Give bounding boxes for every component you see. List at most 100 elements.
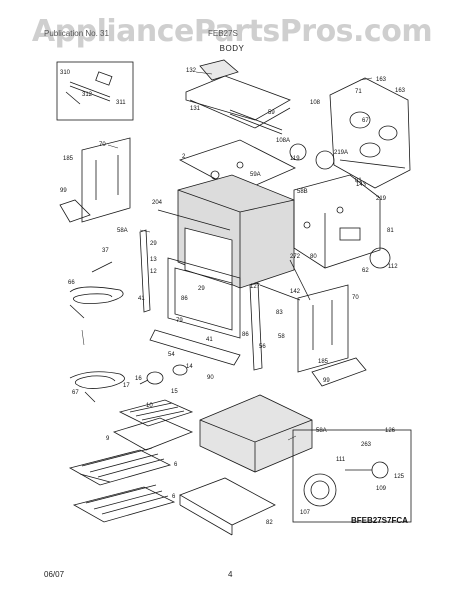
part-label-90: 90 [207,375,214,381]
part-label-67: 67 [362,118,369,124]
part-label-37: 37 [102,248,109,254]
oven-bottom [199,394,313,473]
part-sensor [91,261,113,273]
part-label-107: 107 [300,510,311,516]
part-label-29: 29 [198,286,205,292]
part-label-219: 219 [376,196,387,202]
door-frame [167,257,241,339]
part-label-15: 15 [171,389,178,395]
part-label-6: 6 [174,462,178,468]
part-label-108A: 108A [276,138,290,144]
page-title: BODY [219,44,245,53]
convection-fan [303,461,389,507]
oven-rack-upper [68,447,172,486]
part-label-2: 2 [182,154,186,160]
part-label-99: 99 [60,188,67,194]
rear-panel [329,77,411,189]
part-label-58: 58 [278,334,285,340]
broil-pan [112,399,194,451]
side-frame-right [249,259,311,371]
part-label-111: 111 [336,457,346,463]
oven-rack-lower [72,484,176,523]
bake-element [69,286,124,319]
part-label-41: 41 [138,296,145,302]
leader-lines [81,71,373,441]
part-label-119: 119 [290,156,300,162]
part-label-71: 71 [355,89,362,95]
part-label-83: 83 [276,310,283,316]
part-label-67: 67 [72,390,79,396]
part-label-16: 16 [135,376,142,382]
part-label-70: 70 [352,295,359,301]
part-label-86: 86 [181,296,188,302]
watermark: AppliancePartsPros.com [31,14,433,49]
part-label-99: 99 [323,378,330,384]
part-label-58B: 58B [297,189,308,195]
part-label-131: 131 [190,106,201,112]
part-label-41: 41 [206,337,213,343]
part-label-13: 13 [150,257,157,263]
part-label-132: 132 [186,68,197,74]
part-label-312: 312 [82,92,93,98]
diagram-code: BFEB27S7FCA [351,516,408,525]
part-label-108: 108 [310,100,321,106]
part-label-272: 272 [290,254,301,260]
part-label-12: 12 [150,269,157,275]
top-cover-plate [185,59,291,129]
part-label-185: 185 [63,156,74,162]
part-label-58A: 58A [117,228,128,234]
part-label-163: 163 [376,77,387,83]
light-assembly [139,364,188,385]
inset-box-igniter [56,61,134,121]
part-label-54: 54 [168,352,175,358]
part-label-6: 6 [172,494,176,500]
broil-element [69,371,125,403]
part-label-86: 86 [242,332,249,338]
part-label-70: 70 [99,142,106,148]
side-panel-right [297,284,349,373]
igniter-assembly [65,71,113,105]
part-label-56: 56 [259,344,266,350]
part-label-143: 143 [356,182,367,188]
part-label-9: 9 [106,436,110,442]
part-label-80: 80 [310,254,317,260]
bottom-trim [149,329,241,366]
rail-right [311,357,367,387]
part-label-142: 142 [290,289,301,295]
part-label-81: 81 [355,178,362,184]
inset-box-convection-fan [292,429,412,523]
part-label-79: 79 [176,318,183,324]
part-label-112: 112 [388,264,398,270]
part-label-185: 185 [318,359,329,365]
warming-drawer [179,477,276,536]
part-number-labels: 310312311132131711631631085967108A119219… [60,68,406,526]
part-label-127: 127 [250,284,261,290]
part-label-310: 310 [60,70,71,76]
part-label-59A: 59A [250,172,261,178]
part-label-125: 125 [394,474,405,480]
part-label-81: 81 [387,228,394,234]
part-label-163: 163 [395,88,406,94]
control-panel-box [289,143,391,269]
part-label-311: 311 [116,100,126,106]
side-panel-left [59,137,131,223]
oven-cavity [177,174,295,289]
page-number: 4 [228,570,233,579]
part-label-17: 17 [123,383,130,389]
part-label-66: 66 [68,280,75,286]
header-model: FEB27S [208,29,238,38]
part-label-219A: 219A [334,150,348,156]
part-label-10: 10 [146,403,153,409]
header-publication: Publication No. 31 [44,29,109,38]
part-label-82: 82 [266,520,273,526]
part-label-204: 204 [152,200,163,206]
part-label-263: 263 [361,442,372,448]
footer-date: 06/07 [44,570,65,579]
part-label-109: 109 [376,486,387,492]
part-label-58A: 58A [316,428,327,434]
part-label-59: 59 [268,110,275,116]
part-label-29: 29 [150,241,157,247]
part-label-14: 14 [186,364,193,370]
